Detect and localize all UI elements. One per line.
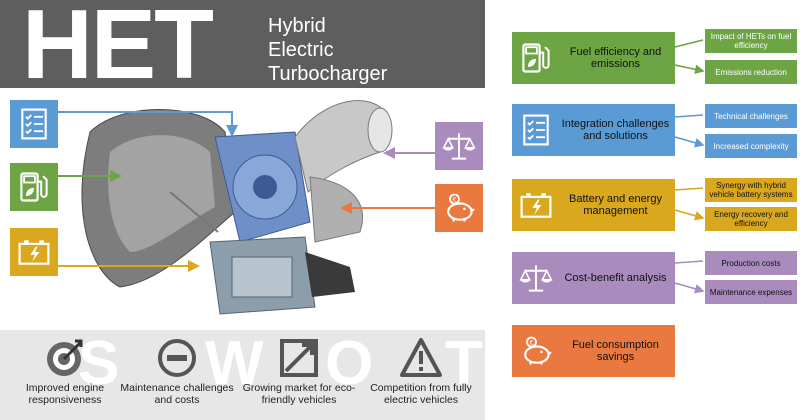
topic-integration: Integration challenges and solutions — [512, 104, 675, 156]
warning-icon — [362, 336, 480, 380]
fuel-pump-icon — [10, 163, 58, 211]
subtopic-box: Maintenance expenses — [705, 280, 797, 304]
title-banner — [0, 0, 485, 88]
title-line-1: Hybrid — [268, 15, 326, 37]
title-line-2: Electric — [268, 39, 334, 61]
piggy-bank-icon — [435, 184, 483, 232]
battery-icon — [10, 228, 58, 276]
topic-title: Integration challenges and solutions — [561, 117, 670, 143]
turbocharger-illustration — [81, 100, 393, 315]
checklist-icon — [512, 112, 560, 148]
checklist-icon — [10, 100, 58, 148]
subtopic-box: Production costs — [705, 251, 797, 275]
swot-letter-w: W — [205, 329, 264, 398]
swot-threat-label: Competition from fully electric vehicles — [370, 382, 472, 406]
subtopic-box: Impact of HETs on fuel efficiency — [705, 29, 797, 53]
swot-letter-o: O — [325, 329, 374, 398]
topic-title: Fuel consumption savings — [572, 338, 659, 364]
minus-circle-icon — [118, 336, 236, 380]
swot-strength: Improved engine responsiveness — [6, 336, 124, 406]
swot-opportunity: Growing market for eco-friendly vehicles — [240, 336, 358, 406]
scale-icon — [512, 260, 560, 296]
growth-arrow-icon — [240, 336, 358, 380]
battery-icon — [512, 187, 560, 223]
swot-panel: S W O T Improved engine responsiveness M… — [0, 329, 485, 420]
target-icon — [6, 336, 124, 380]
scale-icon — [435, 122, 483, 170]
subtopic-box: Energy recovery and efficiency — [705, 207, 797, 231]
topic-battery: Battery and energy management — [512, 179, 675, 231]
swot-weakness-label: Maintenance challenges and costs — [120, 382, 234, 406]
het-acronym: HET — [22, 0, 214, 99]
topic-fuel-savings: Fuel consumption savings — [512, 325, 675, 377]
subtopic-box: Synergy with hybrid vehicle battery syst… — [705, 178, 797, 202]
topic-title: Fuel efficiency and emissions — [569, 45, 662, 71]
title-full-name: Hybrid Electric Turbocharger — [268, 14, 387, 86]
topic-title: Battery and energy management — [569, 192, 662, 218]
swot-weakness: Maintenance challenges and costs — [118, 336, 236, 406]
connector-arrows — [58, 111, 435, 272]
topic-title: Cost-benefit analysis — [564, 271, 667, 284]
swot-letter-t: T — [445, 329, 483, 398]
subtopic-box: Technical challenges — [705, 104, 797, 128]
swot-threat: Competition from fully electric vehicles — [362, 336, 480, 406]
piggy-bank-icon — [512, 333, 560, 369]
subtopic-connectors — [675, 39, 707, 305]
topic-fuel-efficiency: Fuel efficiency and emissions — [512, 32, 675, 84]
swot-opportunity-label: Growing market for eco-friendly vehicles — [242, 382, 356, 406]
subtopic-box: Increased complexity — [705, 134, 797, 158]
swot-letter-s: S — [78, 329, 120, 398]
subtopic-box: Emissions reduction — [705, 60, 797, 84]
title-line-3: Turbocharger — [268, 63, 388, 85]
swot-strength-label: Improved engine responsiveness — [25, 382, 105, 406]
topic-cost-benefit: Cost-benefit analysis — [512, 252, 675, 304]
fuel-pump-icon — [512, 40, 560, 76]
